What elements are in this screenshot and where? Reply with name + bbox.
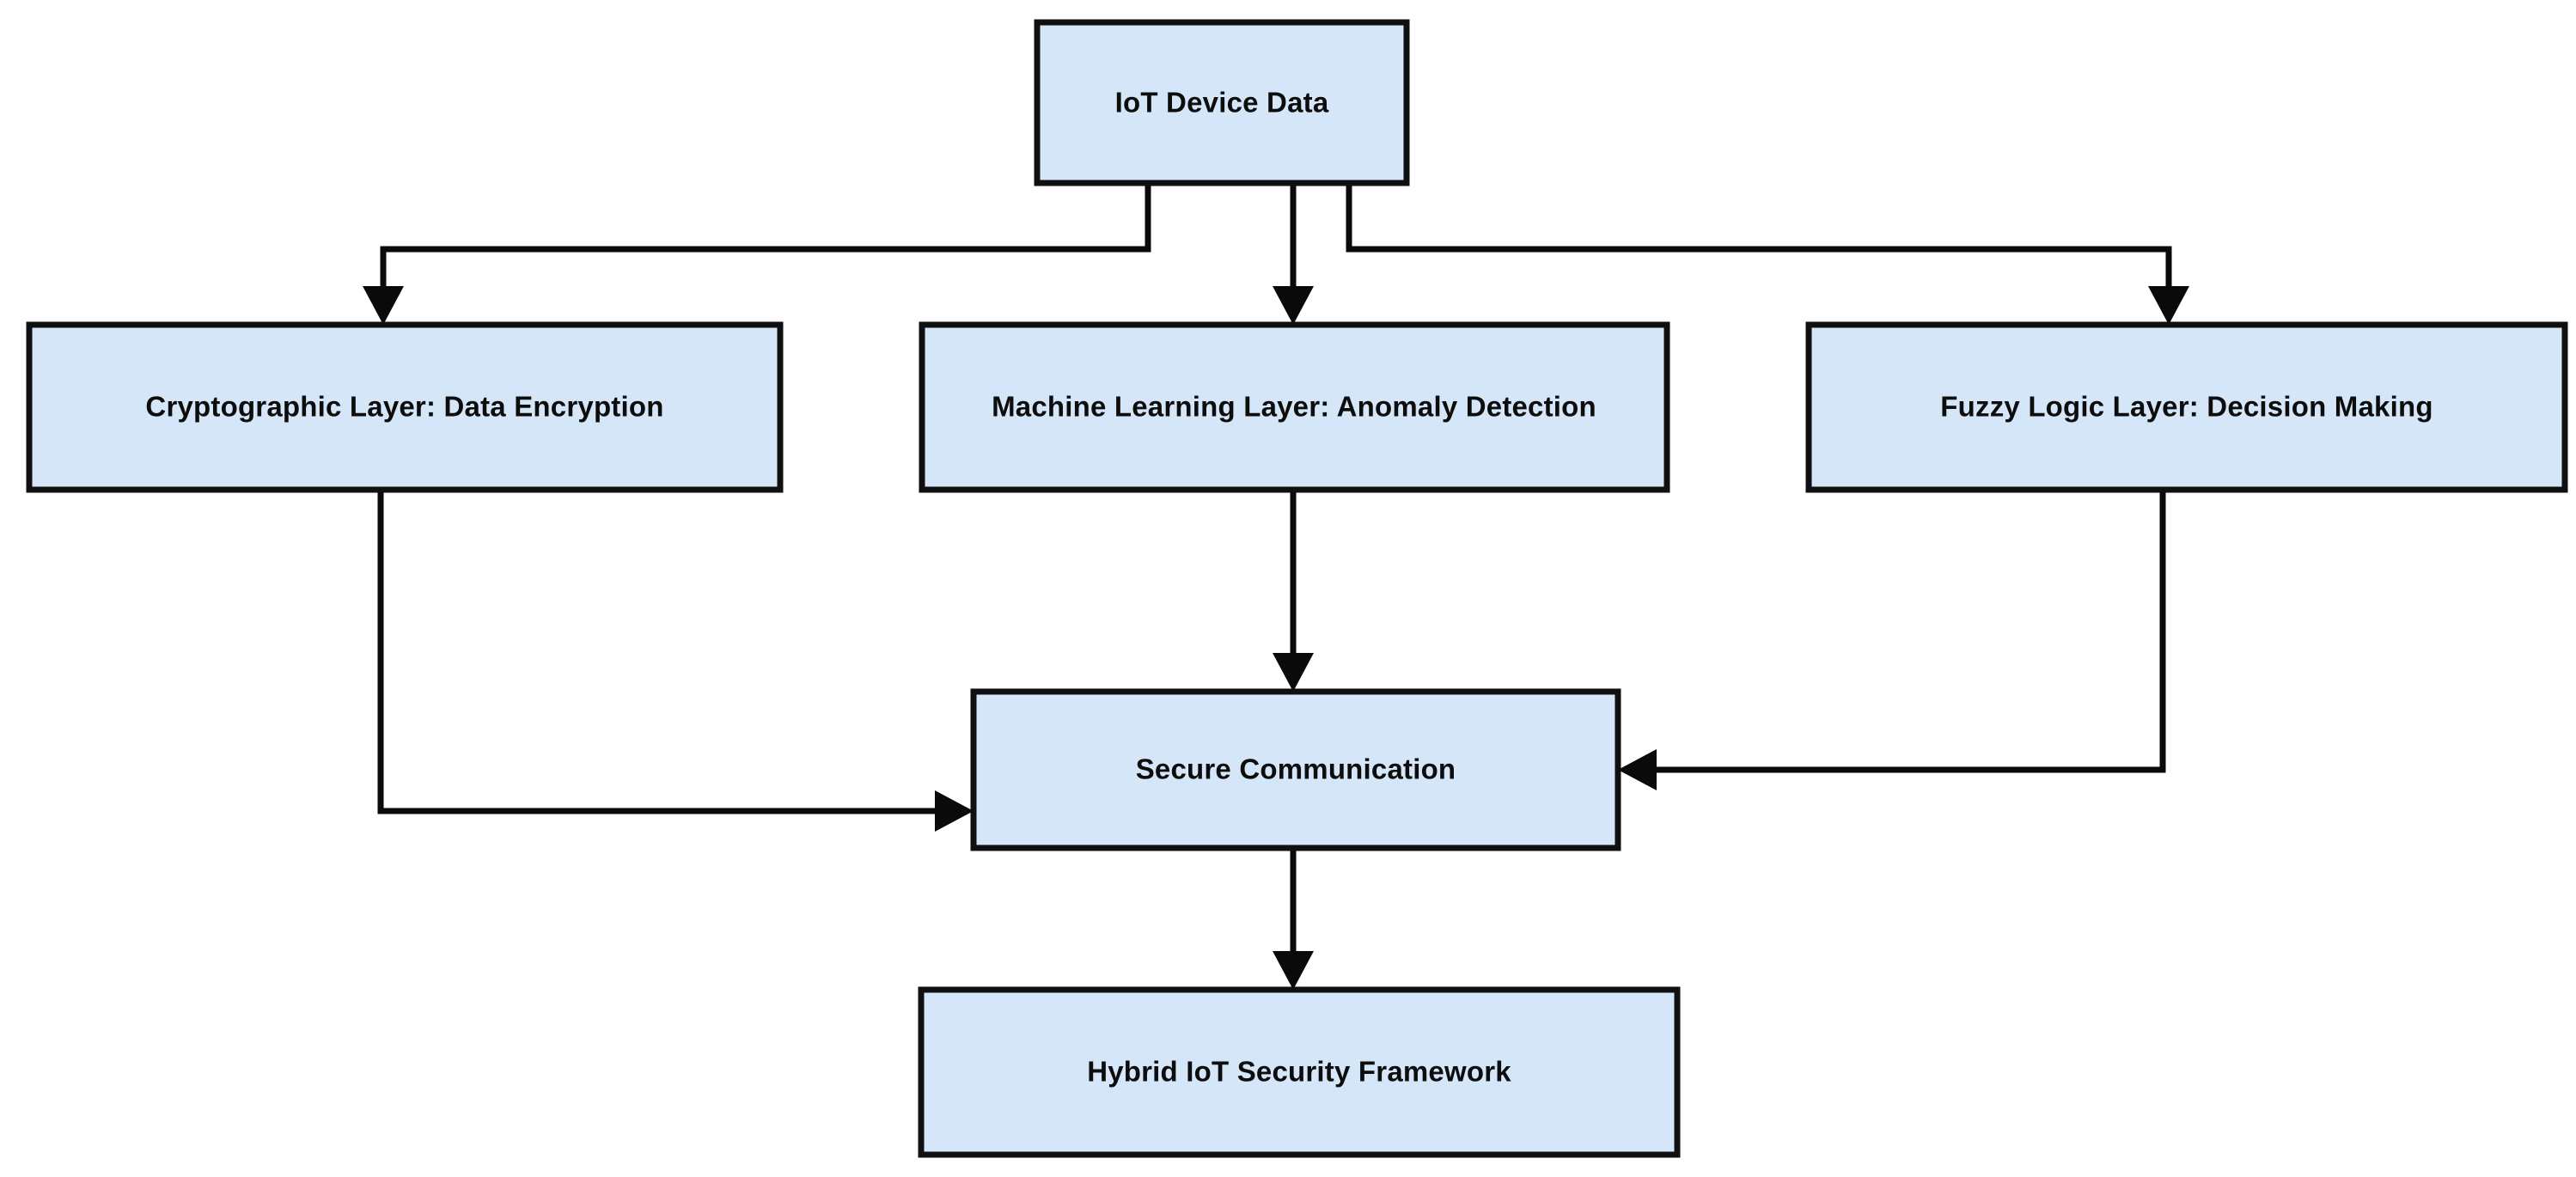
node-label-cryptographic-layer: Cryptographic Layer: Data Encryption [145, 391, 663, 423]
node-label-fuzzy-logic-layer: Fuzzy Logic Layer: Decision Making [1940, 391, 2433, 423]
edge-layer [363, 183, 2189, 990]
node-label-secure-communication: Secure Communication [1136, 753, 1456, 785]
arrowhead-icon [363, 286, 404, 325]
arrowhead-icon [2148, 286, 2189, 325]
node-machine-learning-layer[interactable]: Machine Learning Layer: Anomaly Detectio… [919, 321, 1670, 493]
node-hybrid-iot-security-framework[interactable]: Hybrid IoT Security Framework [918, 986, 1681, 1158]
edge-machine-learning-to-secure [1273, 490, 1314, 692]
node-box[interactable] [26, 321, 784, 493]
node-box[interactable] [1034, 19, 1410, 186]
arrowhead-icon [1273, 951, 1314, 990]
edge-fuzzy-logic-to-secure [1618, 490, 2166, 790]
node-box[interactable] [918, 986, 1681, 1158]
arrowhead-icon [1273, 286, 1314, 325]
arrowhead-icon [1618, 749, 1657, 790]
arrowhead-icon [1273, 653, 1314, 692]
edge-iot-to-cryptographic [363, 183, 1151, 325]
node-iot-device-data[interactable]: IoT Device Data [1034, 19, 1410, 186]
node-box[interactable] [1805, 321, 2568, 493]
node-secure-communication[interactable]: Secure Communication [970, 688, 1621, 851]
edge-iot-to-machine-learning [1273, 183, 1314, 325]
node-layer: IoT Device Data Cryptographic Layer: Dat… [26, 19, 2568, 1158]
node-cryptographic-layer[interactable]: Cryptographic Layer: Data Encryption [26, 321, 784, 493]
node-label-hybrid-iot-security-framework: Hybrid IoT Security Framework [1087, 1056, 1511, 1088]
node-box[interactable] [970, 688, 1621, 851]
node-fuzzy-logic-layer[interactable]: Fuzzy Logic Layer: Decision Making [1805, 321, 2568, 493]
node-label-iot-device-data: IoT Device Data [1115, 87, 1329, 119]
node-box[interactable] [919, 321, 1670, 493]
edge-cryptographic-to-secure [377, 490, 974, 832]
node-label-machine-learning-layer: Machine Learning Layer: Anomaly Detectio… [992, 391, 1596, 423]
arrowhead-icon [935, 790, 974, 832]
edge-iot-to-fuzzy-logic [1346, 183, 2189, 325]
edge-secure-to-hybrid [1273, 848, 1314, 990]
